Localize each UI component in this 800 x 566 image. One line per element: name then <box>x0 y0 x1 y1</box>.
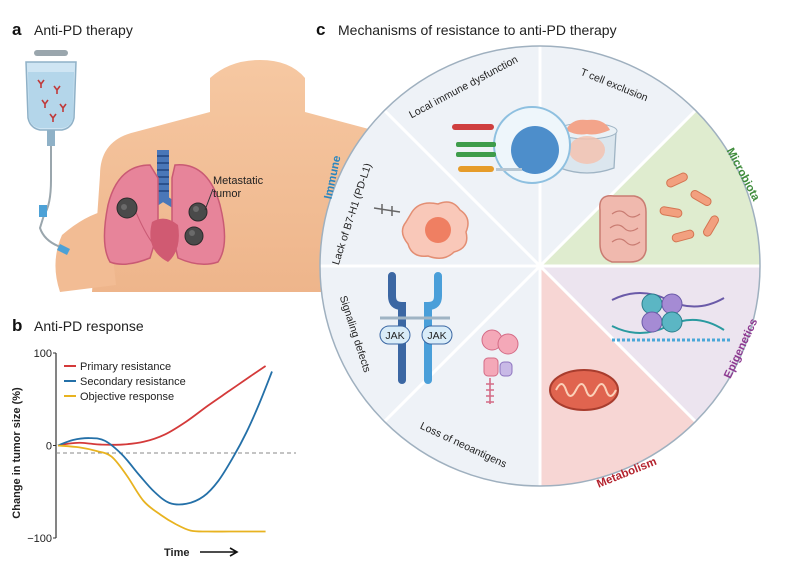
tissue-block-icon <box>556 119 618 174</box>
legend-label: Secondary resistance <box>80 376 186 388</box>
jak-label-left: JAK <box>385 330 404 342</box>
segment-epigenetics <box>540 266 760 426</box>
x-axis-label: Time <box>164 547 189 559</box>
heart-shape <box>150 218 179 262</box>
wheel-outline <box>319 45 761 487</box>
y-tick-label: −100 <box>27 533 52 545</box>
segment-t-cell-exclusion <box>540 46 700 266</box>
panel-a-letter: a <box>12 20 22 39</box>
panel-c-letter: c <box>316 20 325 39</box>
mhc-molecule-icon <box>481 329 519 404</box>
mitochondrion-icon <box>549 369 619 411</box>
y-tick-label: 0 <box>46 441 52 453</box>
immune-cell-icon <box>452 106 571 184</box>
receptor-icon: JAK JAK <box>379 272 453 384</box>
tumor-1 <box>116 197 138 219</box>
y-ticks: 100 0 −100 <box>27 348 56 545</box>
intestine-icon <box>599 195 647 263</box>
arm-shape <box>55 210 116 292</box>
series-lines <box>57 365 273 533</box>
y-axis-label: Change in tumor size (%) <box>11 387 23 519</box>
panel-c-title: Mechanisms of resistance to anti-PD ther… <box>338 22 617 38</box>
bacteria-icon <box>659 172 719 243</box>
segment-metabolism <box>540 266 700 486</box>
tumor-label-line2: tumor <box>213 188 241 200</box>
tumor-3 <box>184 226 204 246</box>
antibody-icons <box>37 79 67 122</box>
tumor-cell-icon <box>373 201 469 259</box>
jak-label-right: JAK <box>427 330 446 342</box>
time-arrow-icon <box>200 547 239 557</box>
legend-label: Objective response <box>80 391 174 403</box>
series-line-objective-response <box>57 444 266 533</box>
iv-bag <box>25 50 77 255</box>
y-tick-label: 100 <box>34 348 52 360</box>
series-line-secondary-resistance <box>57 371 273 506</box>
nucleosome-icon <box>611 292 730 342</box>
panel-b-title: Anti-PD response <box>34 318 144 334</box>
tumor-2 <box>188 202 208 222</box>
panel-a-title: Anti-PD therapy <box>34 22 133 38</box>
tumor-label-line1: Metastatic <box>213 175 264 187</box>
mechanism-wheel: JAK JAK <box>319 45 762 491</box>
panel-b-letter: b <box>12 316 22 335</box>
series-line-primary-resistance <box>57 365 267 447</box>
legend-label: Primary resistance <box>80 361 171 373</box>
